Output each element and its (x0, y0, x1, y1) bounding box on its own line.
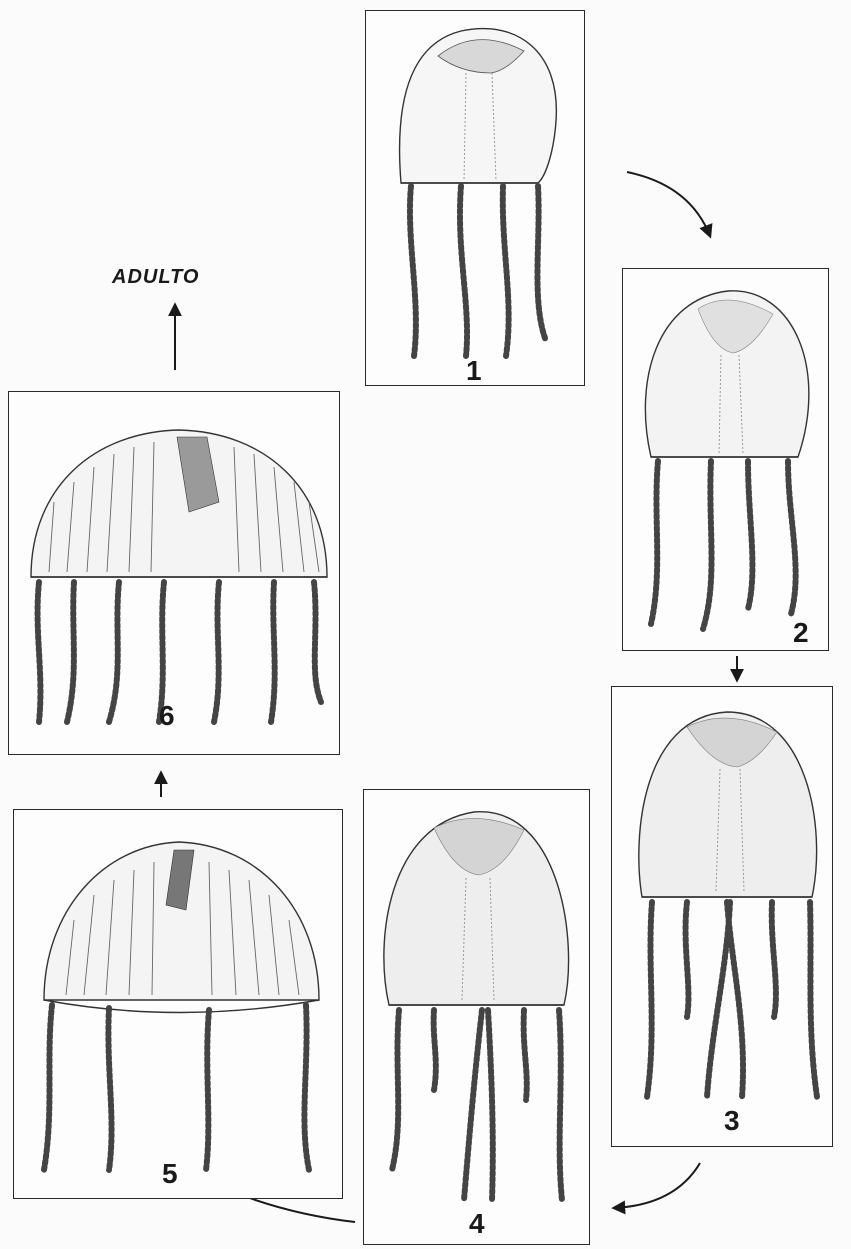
stage-3-medusa-drawing (612, 687, 834, 1148)
stage-3-panel: 3 (611, 686, 833, 1147)
stage-1-panel: 1 (365, 10, 585, 386)
stage-4-label: 4 (469, 1210, 485, 1238)
stage-3-label: 3 (724, 1107, 740, 1135)
arrow-3-to-4 (614, 1163, 700, 1208)
stage-2-panel: 2 (622, 268, 829, 651)
stage-1-label: 1 (466, 357, 482, 385)
stage-5-medusa-drawing (14, 810, 344, 1200)
stage-4-medusa-drawing (364, 790, 591, 1246)
arrow-1-to-2 (627, 172, 710, 236)
stage-5-panel: 5 (13, 809, 343, 1199)
adult-label: ADULTO (112, 266, 199, 289)
stage-2-label: 2 (793, 619, 809, 647)
stage-4-panel: 4 (363, 789, 590, 1245)
stage-6-label: 6 (159, 702, 175, 730)
stage-6-panel: 6 (8, 391, 340, 755)
stage-2-medusa-drawing (623, 269, 830, 652)
stage-1-medusa-drawing (366, 11, 586, 387)
stage-6-medusa-drawing (9, 392, 341, 756)
stage-5-label: 5 (162, 1160, 178, 1188)
